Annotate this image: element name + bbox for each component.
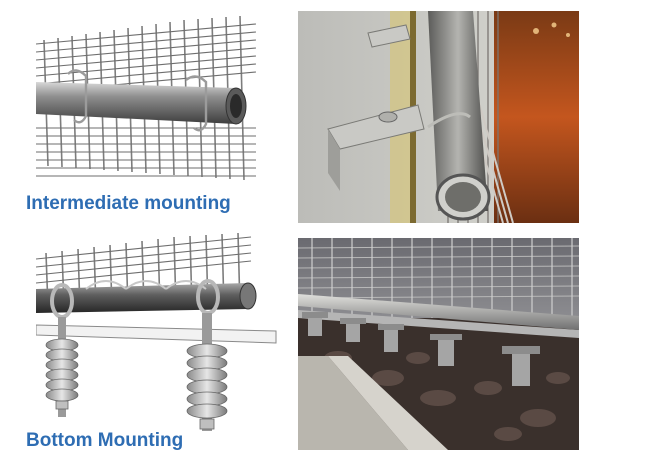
bottom-mounting-caption: Bottom Mounting	[26, 430, 184, 451]
intermediate-mounting-illustration	[36, 16, 256, 191]
intermediate-mounting-caption: Intermediate mounting	[26, 193, 231, 214]
bottom-mounting-illustration	[36, 233, 286, 433]
intermediate-mounting-photo	[298, 11, 579, 223]
bottom-mounting-photo	[298, 238, 579, 450]
